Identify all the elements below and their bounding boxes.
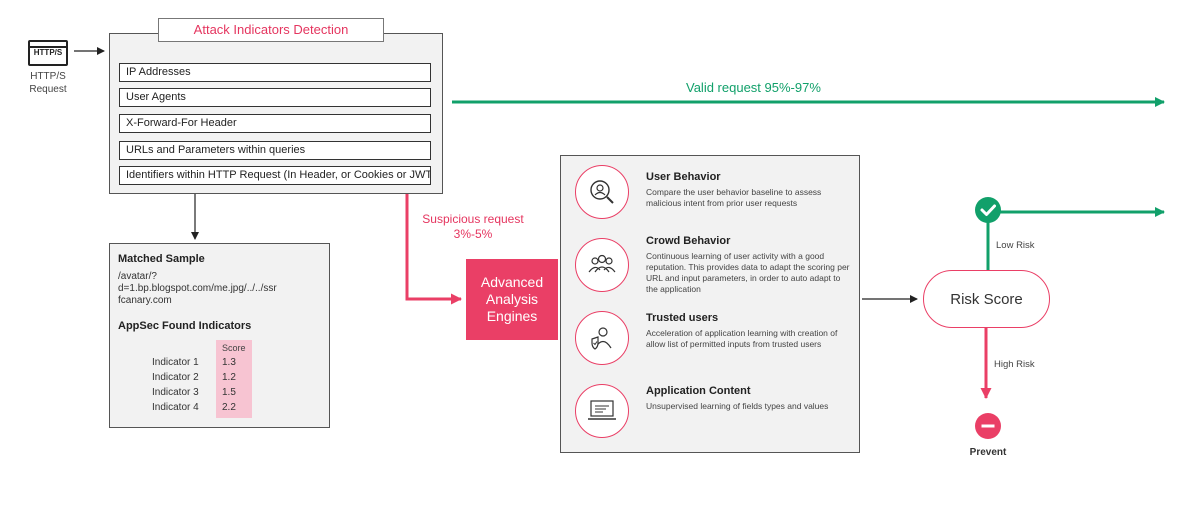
sample-line: d=1.bp.blogspot.com/me.jpg/../../ssr bbox=[118, 283, 277, 294]
block-icon bbox=[975, 413, 1001, 439]
advanced-analysis-engines: Advanced Analysis Engines bbox=[466, 259, 558, 340]
indicator-score: 1.3 bbox=[222, 357, 236, 368]
http-caption-line2: Request bbox=[29, 84, 67, 95]
indicator-score: 2.2 bbox=[222, 402, 236, 413]
risk-score-node: Risk Score bbox=[923, 270, 1050, 328]
indicator-label: Indicator 3 bbox=[152, 387, 199, 398]
prevent-label: Prevent bbox=[969, 447, 1007, 458]
detection-item: IP Addresses bbox=[119, 63, 431, 82]
engines-line1: Advanced bbox=[480, 274, 544, 290]
http-caption-line1: HTTP/S bbox=[30, 71, 66, 82]
feature-title: Application Content bbox=[646, 385, 751, 397]
valid-request-label: Valid request 95%-97% bbox=[686, 80, 821, 95]
http-request-caption: HTTP/S Request bbox=[18, 70, 78, 96]
user-search-icon bbox=[575, 165, 629, 219]
sample-line: fcanary.com bbox=[118, 295, 172, 306]
crowd-icon bbox=[575, 238, 629, 292]
indicator-label: Indicator 1 bbox=[152, 357, 199, 368]
feature-desc: Acceleration of application learning wit… bbox=[646, 328, 838, 349]
matched-sample-title: Matched Sample bbox=[118, 253, 205, 265]
indicator-score: 1.2 bbox=[222, 372, 236, 383]
feature-title: User Behavior bbox=[646, 171, 721, 183]
feature-desc: Unsupervised learning of fields types an… bbox=[646, 401, 829, 411]
detection-item: User Agents bbox=[119, 88, 431, 107]
indicator-score: 1.5 bbox=[222, 387, 236, 398]
check-icon bbox=[975, 197, 1001, 223]
engines-line3: Engines bbox=[486, 308, 538, 324]
browser-window-icon: HTTP/S bbox=[28, 40, 68, 66]
found-indicators-title: AppSec Found Indicators bbox=[118, 320, 252, 332]
detection-item: Identifiers within HTTP Request (In Head… bbox=[119, 166, 431, 185]
indicator-label: Indicator 4 bbox=[152, 402, 199, 413]
suspicious-line1: Suspicious request bbox=[422, 212, 524, 226]
laptop-icon bbox=[575, 384, 629, 438]
indicator-label: Indicator 2 bbox=[152, 372, 199, 383]
detection-title: Attack Indicators Detection bbox=[158, 18, 384, 42]
low-risk-label: Low Risk bbox=[996, 240, 1035, 251]
feature-desc: Compare the user behavior baseline to as… bbox=[646, 187, 822, 208]
score-header: Score bbox=[222, 343, 246, 353]
feature-title: Crowd Behavior bbox=[646, 235, 731, 247]
suspicious-request-label: Suspicious request 3%-5% bbox=[406, 212, 540, 242]
engines-line2: Analysis bbox=[485, 291, 539, 307]
detection-item: X-Forward-For Header bbox=[119, 114, 431, 133]
trusted-user-icon bbox=[575, 311, 629, 365]
high-risk-label: High Risk bbox=[994, 359, 1035, 370]
detection-item: URLs and Parameters within queries bbox=[119, 141, 431, 160]
feature-desc: Continuous learning of user activity wit… bbox=[646, 251, 850, 294]
http-icon-text: HTTP/S bbox=[33, 48, 63, 57]
suspicious-line2: 3%-5% bbox=[453, 227, 493, 241]
feature-title: Trusted users bbox=[646, 312, 719, 324]
arrow-suspicious-request bbox=[405, 194, 462, 305]
score-column bbox=[216, 340, 252, 418]
sample-line: /avatar/? bbox=[118, 271, 157, 282]
